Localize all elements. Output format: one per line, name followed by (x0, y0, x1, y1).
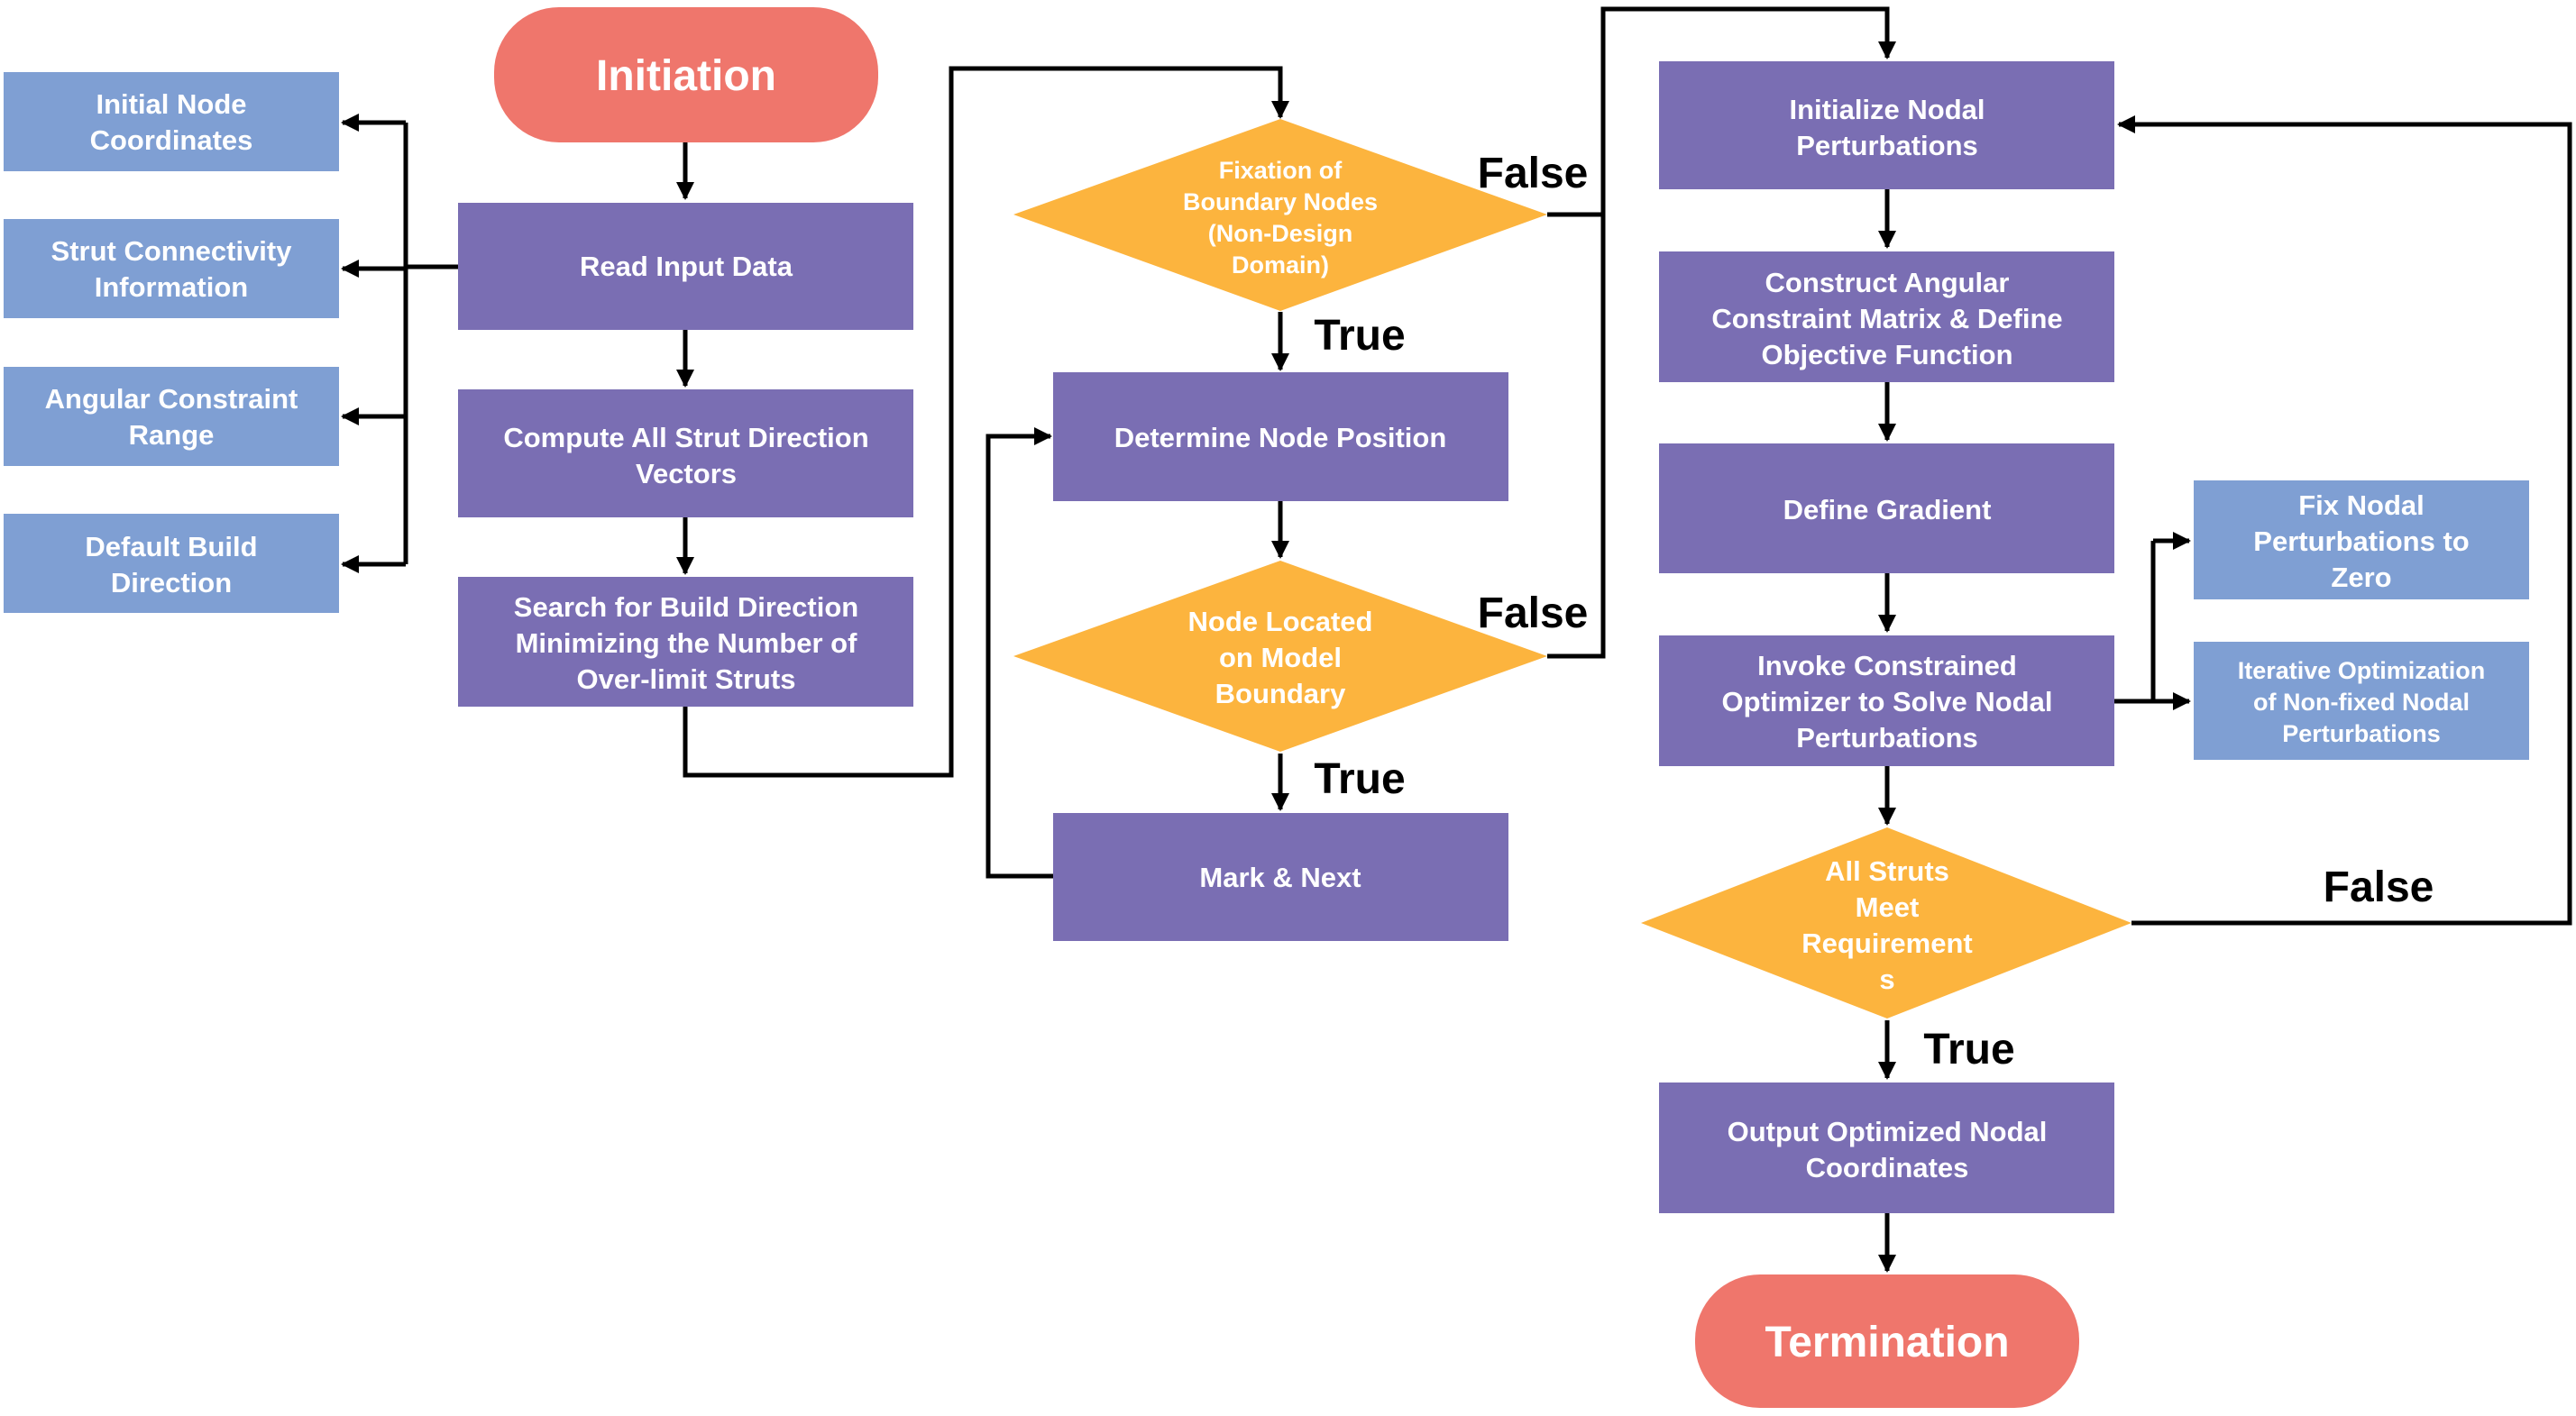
init-perturb-line-2: Perturbations (1796, 130, 1978, 161)
iterative-opt-line-2: of Non-fixed Nodal (2253, 689, 2470, 716)
angular-range-line-1: Angular Constraint (45, 383, 298, 415)
all-struts-line-2: Meet (1856, 891, 1920, 923)
define-gradient-label: Define Gradient (1783, 494, 1992, 525)
all-struts-line-3: Requirement (1801, 927, 1972, 959)
angular-range-line-2: Range (129, 419, 215, 451)
strut-connectivity-line-2: Information (95, 271, 249, 303)
construct-matrix-line-3: Objective Function (1761, 339, 2012, 370)
all-struts-line-1: All Struts (1825, 855, 1949, 887)
iterative-opt-box: Iterative Optimization of Non-fixed Noda… (2194, 642, 2529, 760)
invoke-optimizer-line-2: Optimizer to Solve Nodal (1722, 686, 2053, 717)
termination-label: Termination (1765, 1319, 2009, 1366)
initial-coords-line-2: Coordinates (90, 124, 253, 156)
search-build-line-3: Over-limit Struts (577, 663, 796, 695)
arrow-search-to-fixation (683, 66, 1289, 778)
strut-connectivity-box: Strut Connectivity Information (4, 219, 339, 318)
boundary-false-label: False (1478, 589, 1589, 637)
strut-connectivity-line-1: Strut Connectivity (51, 235, 293, 267)
invoke-optimizer-line-3: Perturbations (1796, 722, 1978, 754)
node-boundary-line-3: Boundary (1215, 678, 1346, 709)
read-input-label: Read Input Data (580, 251, 793, 282)
init-perturb-line-1: Initialize Nodal (1789, 94, 1985, 125)
default-build-line-1: Default Build (85, 531, 257, 562)
compute-vectors-line-2: Vectors (636, 458, 737, 489)
fix-zero-line-2: Perturbations to (2253, 525, 2469, 557)
fixation-false-label: False (1478, 150, 1589, 197)
line-boundary-false (1547, 215, 1606, 659)
construct-matrix-node: Construct Angular Constraint Matrix & De… (1659, 251, 2114, 382)
fixation-line-2: Boundary Nodes (1183, 188, 1378, 215)
arrow-fixation-false (1547, 6, 1896, 217)
fixation-line-3: (Non-Design (1208, 220, 1352, 247)
all-struts-decision: All Struts Meet Requirement s (1641, 827, 2131, 1019)
mark-next-label: Mark & Next (1199, 862, 1361, 893)
read-input-node: Read Input Data (458, 203, 913, 330)
angular-range-box: Angular Constraint Range (4, 367, 339, 466)
search-build-line-2: Minimizing the Number of (516, 627, 858, 659)
fix-zero-box: Fix Nodal Perturbations to Zero (2194, 480, 2529, 599)
output-coords-node: Output Optimized Nodal Coordinates (1659, 1083, 2114, 1213)
fix-zero-line-1: Fix Nodal (2298, 489, 2425, 521)
initiation-label: Initiation (596, 52, 776, 100)
initial-coords-box: Initial Node Coordinates (4, 72, 339, 171)
iterative-opt-line-1: Iterative Optimization (2238, 657, 2486, 684)
fixation-line-4: Domain) (1232, 251, 1329, 279)
output-coords-line-2: Coordinates (1806, 1152, 1969, 1183)
fixation-decision: Fixation of Boundary Nodes (Non-Design D… (1013, 119, 1547, 311)
boundary-true-label: True (1314, 755, 1405, 803)
node-boundary-decision: Node Located on Model Boundary (1013, 561, 1547, 752)
compute-vectors-line-1: Compute All Strut Direction (503, 422, 868, 453)
construct-matrix-line-2: Constraint Matrix & Define (1711, 303, 2062, 334)
mark-next-node: Mark & Next (1053, 813, 1508, 941)
initiation-node: Initiation (494, 7, 878, 142)
arrow-mark-next-loop (985, 427, 1053, 879)
initial-coords-line-1: Initial Node (96, 88, 246, 120)
fixation-line-1: Fixation of (1219, 157, 1343, 184)
invoke-optimizer-node: Invoke Constrained Optimizer to Solve No… (1659, 635, 2114, 766)
search-build-node: Search for Build Direction Minimizing th… (458, 577, 913, 707)
invoke-optimizer-line-1: Invoke Constrained (1757, 650, 2017, 681)
fix-zero-line-3: Zero (2331, 562, 2391, 593)
default-build-line-2: Direction (111, 567, 232, 598)
struts-false-label: False (2324, 863, 2434, 911)
edges (341, 6, 2572, 1273)
determine-position-label: Determine Node Position (1114, 422, 1447, 453)
iterative-opt-line-3: Perturbations (2282, 720, 2441, 747)
struts-true-label: True (1923, 1026, 2014, 1073)
define-gradient-node: Define Gradient (1659, 443, 2114, 573)
termination-node: Termination (1695, 1274, 2079, 1408)
determine-position-node: Determine Node Position (1053, 372, 1508, 501)
output-coords-line-1: Output Optimized Nodal (1728, 1116, 2048, 1147)
construct-matrix-line-1: Construct Angular (1765, 267, 2010, 298)
node-boundary-line-2: on Model (1219, 642, 1342, 673)
search-build-line-1: Search for Build Direction (514, 591, 858, 623)
compute-vectors-node: Compute All Strut Direction Vectors (458, 389, 913, 517)
arrow-struts-false-loop (2117, 115, 2572, 926)
init-perturb-node: Initialize Nodal Perturbations (1659, 61, 2114, 189)
fixation-true-label: True (1314, 312, 1405, 360)
default-build-box: Default Build Direction (4, 514, 339, 613)
all-struts-line-4: s (1879, 964, 1894, 995)
node-boundary-line-1: Node Located (1188, 606, 1373, 637)
